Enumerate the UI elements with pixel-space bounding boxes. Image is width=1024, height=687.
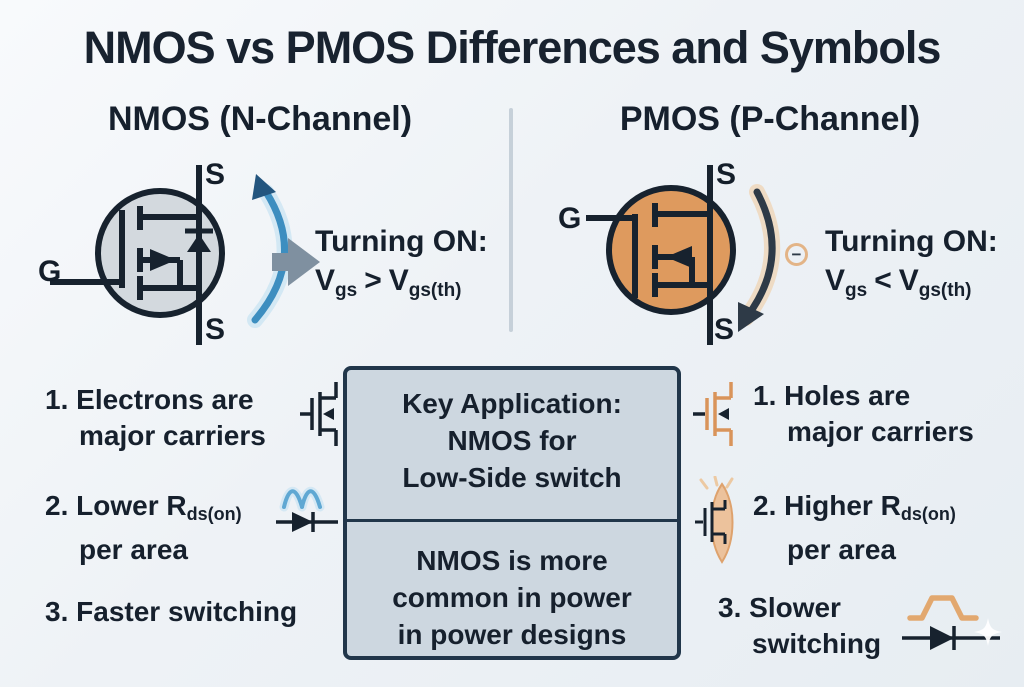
column-divider bbox=[509, 108, 513, 332]
box-line: Low-Side switch bbox=[402, 462, 622, 493]
point-number: 1. bbox=[45, 384, 69, 415]
point-text: Lower R bbox=[76, 490, 187, 521]
box-line: NMOS is more bbox=[416, 545, 608, 576]
pmos-source-bottom-label: S bbox=[714, 313, 735, 346]
v-symbol: V bbox=[898, 264, 919, 297]
heat-lens-icon bbox=[695, 476, 734, 564]
rotate-down-arrow-icon bbox=[742, 188, 776, 322]
box-line: common in power bbox=[392, 582, 632, 613]
point-text: Slower bbox=[749, 592, 841, 623]
point-text: major carriers bbox=[79, 420, 266, 451]
nmos-body-circle bbox=[95, 188, 225, 318]
pmos-source-top-label: S bbox=[716, 158, 737, 191]
pulse-waveform-icon bbox=[907, 595, 979, 621]
key-application-section: Key Application: NMOS for Low-Side switc… bbox=[347, 370, 677, 522]
nmos-gate-label: G bbox=[38, 255, 62, 288]
heat-lens-shape bbox=[710, 482, 734, 564]
v-symbol: V bbox=[315, 264, 336, 297]
right-arrow-icon bbox=[288, 238, 320, 286]
r-subscript: ds(on) bbox=[900, 504, 956, 524]
point-text: Electrons are bbox=[76, 384, 254, 415]
nmos-heading: NMOS (N-Channel) bbox=[107, 100, 413, 138]
point-text: major carriers bbox=[787, 416, 974, 447]
nmos-point-3: 3. Faster switching bbox=[45, 594, 297, 630]
pmos-turn-on-label: Turning ON: bbox=[825, 225, 998, 258]
sparkle-icon bbox=[974, 618, 1002, 646]
point-number: 3. bbox=[718, 592, 742, 623]
pmos-body-circle bbox=[606, 185, 736, 315]
box-line: NMOS for bbox=[447, 425, 577, 456]
nmos-source-bottom-label: S bbox=[205, 313, 226, 346]
key-application-box: Key Application: NMOS for Low-Side switc… bbox=[343, 366, 681, 660]
point-text: Faster switching bbox=[76, 596, 298, 627]
point-text: Holes are bbox=[784, 380, 911, 411]
nmos-point-2: 2. Lower Rds(on) per area bbox=[45, 488, 242, 568]
rotate-up-arrowhead bbox=[252, 174, 276, 200]
mini-pmos-icon bbox=[693, 382, 733, 446]
point-text: Higher R bbox=[784, 490, 901, 521]
pmos-point-1: 1. Holes are major carriers bbox=[753, 378, 974, 450]
nmos-transistor-symbol bbox=[50, 165, 320, 345]
pmos-point-3: 3. Slower switching bbox=[718, 590, 881, 662]
point-text: per area bbox=[787, 534, 896, 565]
minus-badge-icon: − bbox=[785, 243, 808, 266]
page-title: NMOS vs PMOS Differences and Symbols bbox=[83, 22, 942, 73]
point-text: switching bbox=[752, 628, 882, 659]
nmos-common-section: NMOS is more common in power in power de… bbox=[347, 522, 677, 653]
nmos-point-1: 1. Electrons are major carriers bbox=[45, 382, 266, 454]
point-number: 2. bbox=[45, 490, 69, 521]
v-symbol: V bbox=[388, 264, 409, 297]
pmos-gate-label: G bbox=[558, 202, 582, 235]
v-symbol: V bbox=[825, 264, 846, 297]
nmos-turn-on: Turning ON: Vgs>Vgs(th) bbox=[315, 222, 488, 310]
nmos-diode-triangle bbox=[187, 234, 211, 252]
point-text: per area bbox=[79, 534, 188, 565]
nmos-body-arrow bbox=[150, 249, 176, 271]
r-subscript: ds(on) bbox=[186, 504, 242, 524]
right-arrow-tail bbox=[272, 253, 290, 271]
diode-icon bbox=[930, 626, 954, 650]
v-subscript: gs bbox=[845, 280, 868, 301]
heat-rays bbox=[699, 476, 734, 490]
box-line: Key Application: bbox=[402, 388, 622, 419]
nmos-source-top-label: S bbox=[205, 158, 226, 191]
pmos-heading: PMOS (P-Channel) bbox=[619, 100, 921, 138]
nmos-turn-on-label: Turning ON: bbox=[315, 225, 488, 258]
sine-wave-icon bbox=[282, 489, 322, 509]
nmos-turn-on-formula: Vgs>Vgs(th) bbox=[315, 261, 488, 310]
point-number: 1. bbox=[753, 380, 777, 411]
pulse-diode-icon bbox=[902, 595, 1002, 650]
pmos-transistor-symbol bbox=[586, 165, 781, 345]
comparison-operator: > bbox=[364, 264, 382, 297]
comparison-operator: < bbox=[874, 264, 892, 297]
rotate-down-arrowhead bbox=[738, 302, 764, 332]
box-line: in power designs bbox=[397, 619, 627, 650]
pmos-turn-on: Turning ON: Vgs<Vgs(th) bbox=[825, 222, 998, 310]
mini-nmos-icon bbox=[300, 382, 338, 446]
pmos-turn-on-formula: Vgs<Vgs(th) bbox=[825, 261, 998, 310]
sine-wave-diode-icon bbox=[276, 486, 338, 532]
diode-icon bbox=[292, 512, 313, 532]
pmos-point-2: 2. Higher Rds(on) per area bbox=[753, 488, 956, 568]
point-number: 2. bbox=[753, 490, 777, 521]
pmos-body-arrow bbox=[666, 246, 692, 268]
v-subscript: gs bbox=[335, 280, 358, 301]
v-subscript: gs(th) bbox=[918, 280, 972, 301]
v-subscript: gs(th) bbox=[408, 280, 462, 301]
point-number: 3. bbox=[45, 596, 69, 627]
